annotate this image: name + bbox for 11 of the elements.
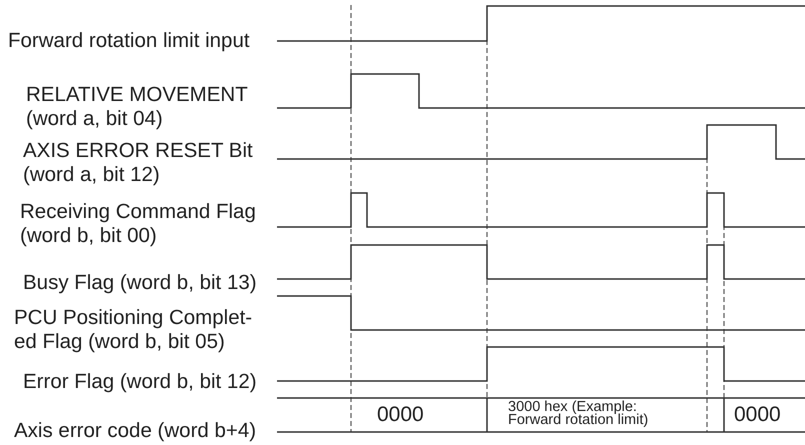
signal-name: Busy Flag (word b, bit 13) (23, 271, 258, 295)
signal-name: Forward rotation limit input (8, 29, 251, 53)
bus-value: 3000 hex (Example: Forward rotation limit) (508, 401, 650, 427)
signal-name: AXIS ERROR RESET Bit (word a, bit 12) (23, 139, 254, 187)
bus-value: 0000 (734, 404, 781, 426)
bus-value: 0000 (377, 404, 424, 426)
signal-name: PCU Positioning Complet-ed Flag (word b, bit 05) (14, 306, 254, 354)
signal-name: Error Flag (word b, bit 12) (23, 370, 258, 394)
signal-name: RELATIVE MOVEMENT (word a, bit 04) (26, 83, 248, 131)
signal-name: Receiving Command Flag (word b, bit 00) (20, 200, 257, 248)
signal-name: Axis error code (word b+4) (14, 419, 258, 443)
